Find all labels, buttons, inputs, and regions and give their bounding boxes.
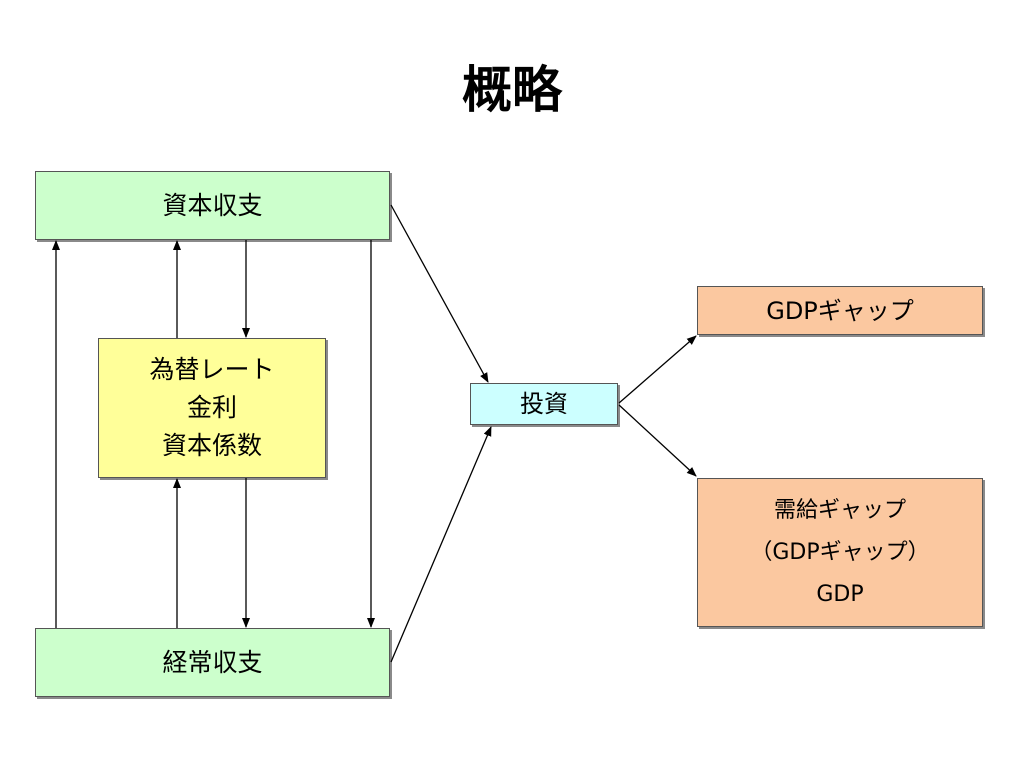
investment-label: 投資 (520, 390, 568, 418)
arrow-investment-to-gdp-gap (618, 335, 697, 404)
current-balance-box: 経常収支 (35, 628, 390, 697)
arrow-current-to-investment (390, 426, 492, 663)
arrow-investment-to-supply-gap (618, 404, 697, 477)
exchange-rate-label: 為替レート (149, 355, 275, 384)
supply-demand-gdp-label: GDP (816, 581, 864, 607)
gdp-gap-box: GDPギャップ (697, 286, 983, 335)
current-balance-label: 経常収支 (162, 647, 263, 677)
supply-demand-gap-label: 需給ギャップ (773, 497, 906, 523)
gdp-gap-label: GDPギャップ (766, 296, 914, 325)
supply-demand-gap-note: （GDPギャップ） (750, 539, 930, 565)
capital-balance-label: 資本収支 (162, 190, 263, 220)
arrow-capital-to-investment (390, 204, 489, 383)
rates-box: 為替レート 金利 資本係数 (98, 338, 326, 478)
capital-coefficient-label: 資本係数 (161, 431, 262, 460)
capital-balance-box: 資本収支 (35, 171, 390, 240)
investment-box: 投資 (470, 383, 618, 425)
slide-title: 概略 (462, 61, 562, 119)
supply-demand-gap-box: 需給ギャップ （GDPギャップ） GDP (697, 478, 983, 627)
interest-rate-label: 金利 (186, 393, 237, 422)
